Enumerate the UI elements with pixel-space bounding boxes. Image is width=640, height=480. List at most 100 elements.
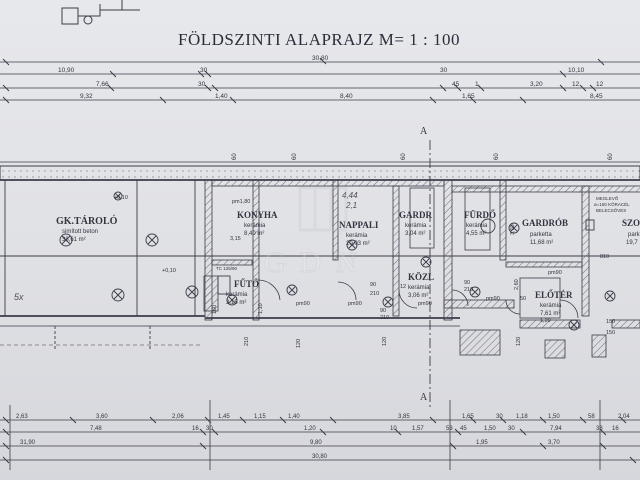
level-mark: +0,10 xyxy=(162,268,176,274)
door-swings xyxy=(257,187,579,319)
dim-label: 60 xyxy=(401,153,407,160)
handwritten-notes: 5x 4,44 2,1 xyxy=(14,191,358,302)
hatched-walls xyxy=(203,179,640,359)
dim-label: 12 xyxy=(400,284,406,290)
dim-label: 1,65 xyxy=(462,414,474,420)
dim-label: 38 xyxy=(596,426,603,432)
dim-label: 1,65 xyxy=(462,93,475,100)
flue-note: ø=150 KÖRACÉL xyxy=(594,201,630,207)
dim-label: 8,40 xyxy=(340,93,353,100)
dim-label: 30 xyxy=(200,67,208,74)
dim-label: 150 xyxy=(606,330,615,336)
garage-grid xyxy=(0,180,205,350)
room-name: KONYHA xyxy=(237,210,278,220)
dim-label: 30 xyxy=(508,426,515,432)
dim-label: 60 xyxy=(232,153,238,160)
dim-label: 30 xyxy=(496,414,503,420)
dim-label: 2,04 xyxy=(618,414,630,420)
opening-note: TC 125/90 xyxy=(216,266,238,271)
dim-label: 160 xyxy=(212,305,218,314)
top-dim-total: 30,80 xyxy=(312,55,329,62)
dim-label: 1,20 xyxy=(304,426,316,432)
dim-label: 60 xyxy=(292,153,298,160)
dim-label: 3,03 xyxy=(510,224,516,235)
dim-label: 1,15 xyxy=(254,414,266,420)
dim-label: 210 xyxy=(370,291,379,297)
section-mark-top: A xyxy=(420,126,428,137)
room-futo: FŰTŐ kerámia 3,15 m² xyxy=(226,279,259,306)
plan-title: FÖLDSZINTI ALAPRAJZ M= 1 : 100 xyxy=(178,30,460,49)
room-name: FŰTŐ xyxy=(234,279,259,289)
room-name: GARDR xyxy=(399,210,432,220)
room-furdo: FÜRDŐ kerámia 4,55 m² xyxy=(464,210,496,237)
plan-notes: +0,10 +0,10 pm1,80 TC 125/90 MEGLEVŐ ø=1… xyxy=(114,195,630,348)
dim-label: 120 xyxy=(516,337,522,346)
dim-label: 1,50 xyxy=(484,426,496,432)
existing-note: MEGLEVŐ xyxy=(596,195,619,201)
dim-label: 7,94 xyxy=(550,426,562,432)
dim-label: 1,57 xyxy=(412,426,424,432)
dim-label: 12 xyxy=(572,81,580,88)
room-area: 3,06 m² xyxy=(408,293,428,299)
top-dimension-lines xyxy=(0,57,640,104)
dim-label: 60 xyxy=(608,153,614,160)
dim-label: 12 xyxy=(596,81,604,88)
dim-label: 60 xyxy=(494,153,500,160)
pipe-sketch xyxy=(61,0,140,25)
room-floor: kerámia xyxy=(244,223,266,229)
door-height: pm90 xyxy=(548,270,562,276)
room-area: 4,55 m² xyxy=(466,231,486,237)
dim-label: 1,95 xyxy=(476,440,488,446)
dim-label: 1,20 xyxy=(540,318,551,324)
watermark-text: GDN xyxy=(264,246,371,279)
dim-label: 10 xyxy=(390,426,397,432)
room-name: GK.TÁROLÓ xyxy=(56,215,118,227)
dim-label: 210 xyxy=(380,315,389,321)
door-height: pm90 xyxy=(418,301,432,307)
door-height: pm90 xyxy=(296,301,310,307)
dim-label: 1,40 xyxy=(288,414,300,420)
room-gardrob: GARDRÓB parketta 11,68 m² xyxy=(522,218,568,246)
dim-label: 30 xyxy=(198,81,206,88)
dim-label: 45 xyxy=(452,81,460,88)
dim-label: 7,66 xyxy=(96,81,109,88)
dim-label: 150 xyxy=(606,319,615,325)
dim-label: 3,15 xyxy=(230,236,241,242)
handwriting-note: 2,1 xyxy=(345,201,357,210)
bottom-dimension-labels: 2,63 3,60 2,06 1,45 1,15 1,40 3,85 1,65 … xyxy=(16,414,630,460)
room-floor: parketta xyxy=(530,232,552,238)
room-floor: kerámia xyxy=(226,292,248,298)
bottom-dimension-lines xyxy=(0,400,640,470)
room-floor: kerámia xyxy=(466,223,488,229)
dim-label: 9,80 xyxy=(310,440,322,446)
dim-label: 120 xyxy=(382,337,388,346)
dim-label: 9,32 xyxy=(80,93,93,100)
dim-label: 2,06 xyxy=(172,414,184,420)
section-mark-bottom: A xyxy=(420,392,428,403)
room-area: 19,7 xyxy=(626,240,638,246)
room-area: 8,40 m² xyxy=(244,231,264,237)
level-mark: +0,10 xyxy=(114,195,128,201)
room-floor: park xyxy=(628,232,640,238)
dim-label: 2,60 xyxy=(514,279,520,290)
room-labels: GK.TÁROLÓ simított beton 38,61 m² KONYHA… xyxy=(56,210,640,317)
dim-label: 45 xyxy=(460,426,467,432)
room-floor: kerámia xyxy=(540,303,562,309)
dim-label: 1,50 xyxy=(548,414,560,420)
dim-label: 30 xyxy=(206,426,213,432)
room-area: 7,61 m² xyxy=(540,311,560,317)
dim-label: 16 xyxy=(192,426,199,432)
room-kozl: KÖZL kerámia 3,06 m² xyxy=(408,272,434,299)
dim-label: 58 xyxy=(588,414,595,420)
dim-label: 30,80 xyxy=(312,454,328,460)
fixture-symbols xyxy=(59,191,616,331)
dim-label: 1,18 xyxy=(516,414,528,420)
room-name: FÜRDŐ xyxy=(464,210,496,220)
dim-label: 10,10 xyxy=(568,67,585,74)
room-name: ELŐTÉR xyxy=(535,290,573,300)
dim-label: 53 xyxy=(446,426,453,432)
dim-label: 3,20 xyxy=(530,81,543,88)
watermark-logo: GDN xyxy=(264,186,371,280)
dim-label: 1 xyxy=(475,81,479,88)
dim-label: 3,85 xyxy=(398,414,410,420)
